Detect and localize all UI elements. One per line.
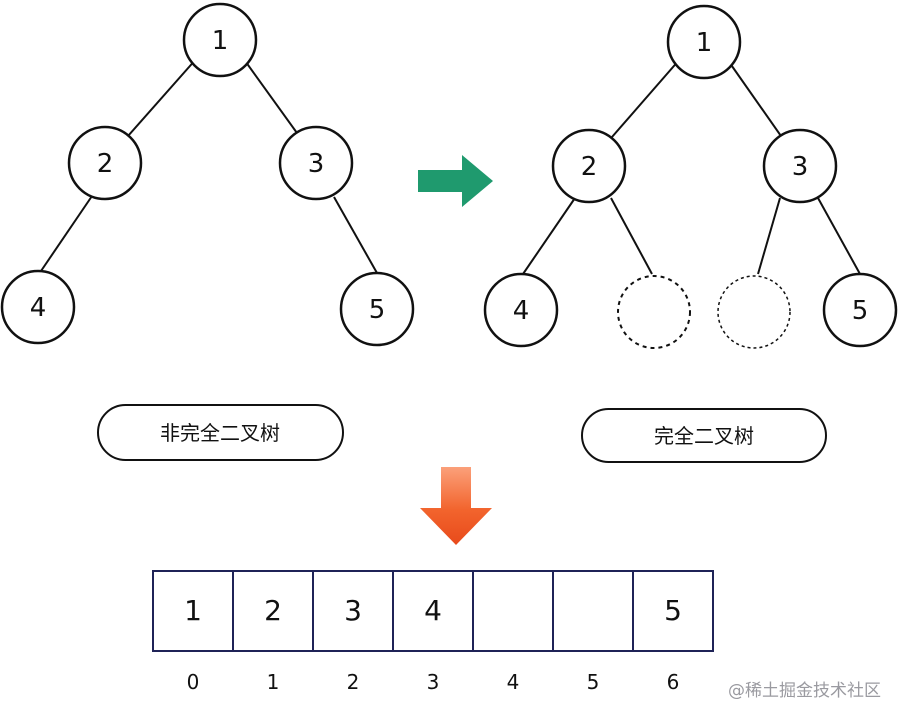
right-caption-pill: 完全二叉树 (581, 408, 827, 463)
right-tree-node-3: 3 (762, 128, 838, 204)
array-index-0: 0 (187, 670, 200, 694)
down-arrow-icon (420, 467, 492, 545)
right-tree-edges (522, 58, 861, 275)
edge-3-empty (757, 197, 781, 275)
array-index-6: 6 (667, 670, 680, 694)
array-cell-0: 1 (184, 594, 202, 627)
array-index-3: 3 (427, 670, 440, 694)
left-tree: 1 2 3 4 5 (0, 2, 415, 347)
array-dividers (232, 571, 634, 651)
left-tree-node-4: 4 (0, 269, 76, 345)
array-index-5: 5 (587, 670, 600, 694)
array-cell-2: 3 (344, 594, 362, 627)
right-arrow-icon (418, 155, 493, 207)
array-cell-6: 5 (664, 594, 682, 627)
node-label: 1 (212, 26, 229, 56)
array-index-2: 2 (347, 670, 360, 694)
left-tree-node-3: 3 (278, 125, 354, 201)
array: 1 2 3 4 5 0 1 2 3 4 5 6 (152, 570, 714, 694)
right-tree-node-2: 2 (551, 128, 627, 204)
node-label: 3 (792, 152, 809, 182)
array-index-4: 4 (507, 670, 520, 694)
left-caption-pill: 非完全二叉树 (97, 404, 344, 461)
node-label: 4 (513, 296, 530, 326)
node-label: 4 (30, 293, 47, 323)
right-tree-empty-node-b (717, 275, 791, 349)
node-label: 1 (696, 28, 713, 58)
edge-2-4 (522, 197, 576, 275)
left-caption: 非完全二叉树 (160, 421, 280, 445)
right-tree: 1 2 3 4 5 (483, 4, 898, 349)
node-label: 2 (581, 152, 598, 182)
node-label: 5 (369, 295, 386, 325)
edge-2-empty (610, 197, 653, 275)
left-tree-node-5: 5 (339, 271, 415, 347)
right-caption: 完全二叉树 (654, 424, 754, 448)
edge-1-3 (726, 58, 782, 137)
edge-1-2 (127, 57, 198, 137)
node-label: 3 (308, 149, 325, 179)
left-tree-node-1: 1 (182, 2, 258, 78)
array-cell-3: 4 (424, 594, 442, 627)
array-index-1: 1 (267, 670, 280, 694)
node-label: 5 (852, 296, 869, 326)
edge-3-5 (333, 196, 378, 274)
array-cell-1: 2 (264, 594, 282, 627)
edge-3-5 (817, 197, 861, 275)
right-tree-node-4: 4 (483, 272, 559, 348)
right-tree-node-1: 1 (666, 4, 742, 80)
right-tree-node-5: 5 (822, 272, 898, 348)
edge-1-2 (611, 58, 681, 138)
node-label: 2 (97, 149, 114, 179)
right-tree-empty-node-a (617, 275, 691, 349)
left-tree-edges (40, 57, 378, 274)
array-border (152, 570, 714, 652)
watermark: @稀土掘金技术社区 (728, 681, 881, 701)
edge-1-3 (242, 57, 298, 134)
edge-2-4 (40, 195, 93, 272)
left-tree-node-2: 2 (67, 125, 143, 201)
